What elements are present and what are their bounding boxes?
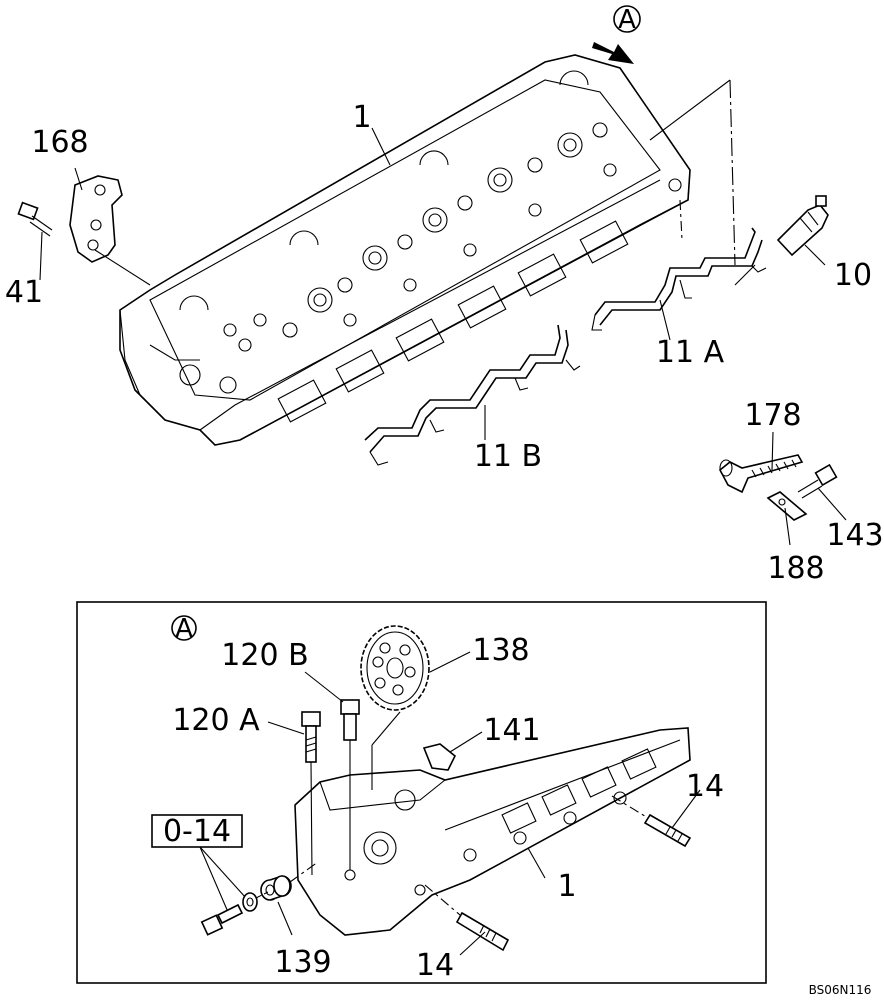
label-gear: 138 xyxy=(472,633,529,668)
leader-a-1 xyxy=(649,79,731,141)
cylinder-head-detail xyxy=(294,711,691,936)
label-bolt-a: 120 A xyxy=(172,703,260,738)
label-bolt-b: 120 B xyxy=(221,638,308,673)
bolt-41 xyxy=(17,201,53,237)
detail-view-frame xyxy=(76,601,767,984)
leader-bushing-dash xyxy=(289,861,319,883)
leader-bracket xyxy=(74,167,83,191)
drawing-code: BS06N116 xyxy=(809,983,872,997)
stud-14-bottom xyxy=(455,911,510,952)
leader-glow-plug xyxy=(804,244,826,266)
leader-stud-right xyxy=(671,789,701,829)
label-bolt-right: 143 xyxy=(826,518,883,553)
label-clip: 178 xyxy=(744,398,801,433)
label-kit: 0-14 xyxy=(163,814,231,849)
label-harness-a: 11 A xyxy=(656,335,725,370)
plate-188 xyxy=(766,491,808,521)
kit-washer xyxy=(242,892,258,912)
harness-11b xyxy=(364,324,581,466)
leader-bolt-right xyxy=(817,487,847,521)
label-head-top: 1 xyxy=(352,100,371,135)
bolt-143 xyxy=(797,463,838,499)
leader-gear xyxy=(429,651,471,673)
harness-11a xyxy=(591,227,767,331)
leader-cap xyxy=(449,731,483,753)
cap-141 xyxy=(422,743,457,771)
label-harness-b: 11 B xyxy=(474,439,542,474)
leader-stud-right-dash xyxy=(611,795,649,819)
leader-clip xyxy=(771,431,774,471)
label-head-detail: 1 xyxy=(557,869,576,904)
stud-14-right xyxy=(643,813,692,848)
label-bolt-left: 41 xyxy=(5,275,43,310)
label-plate: 188 xyxy=(767,551,824,586)
view-marker-top: A xyxy=(613,5,641,35)
view-marker-top-text: A xyxy=(618,5,636,35)
view-arrow xyxy=(592,42,634,64)
view-marker-detail-text: A xyxy=(175,614,193,644)
label-stud-bottom: 14 xyxy=(416,948,454,983)
leader-a-3 xyxy=(679,199,683,241)
gear-138 xyxy=(360,625,430,711)
leader-bolt-left xyxy=(39,231,43,281)
leader-kit-bolt xyxy=(199,846,229,913)
leader-stud-bottom xyxy=(459,931,486,956)
label-stud-right: 14 xyxy=(686,769,724,804)
label-glow-plug: 10 xyxy=(834,258,872,293)
kit-bolt xyxy=(200,903,244,936)
bushing-139 xyxy=(260,875,292,901)
bracket-168 xyxy=(69,175,123,263)
clip-178 xyxy=(718,454,804,494)
cylinder-head-top xyxy=(119,54,691,446)
leader-bushing xyxy=(277,901,293,936)
leader-a-2 xyxy=(729,79,736,266)
leader-head-detail xyxy=(527,847,546,879)
leader-bolt-a xyxy=(267,721,305,735)
leader-kit-dash xyxy=(255,891,269,899)
bolt-120b xyxy=(340,699,360,741)
bolt-120a xyxy=(301,711,321,763)
kit-box xyxy=(151,814,243,848)
leader-bolt-b xyxy=(304,671,344,703)
leader-head-top xyxy=(371,127,391,166)
glow-plug-10 xyxy=(776,195,829,257)
leader-stud-bottom-dash xyxy=(424,884,461,916)
label-bracket: 168 xyxy=(31,125,88,160)
leader-kit-washer xyxy=(199,846,247,899)
leader-plate xyxy=(784,507,791,546)
leader-a-4 xyxy=(734,264,756,286)
leader-bracket-mount xyxy=(94,249,151,286)
leader-harness-a xyxy=(659,299,671,341)
label-bushing: 139 xyxy=(274,945,331,980)
view-marker-detail: A xyxy=(171,614,197,644)
label-cap: 141 xyxy=(483,713,540,748)
